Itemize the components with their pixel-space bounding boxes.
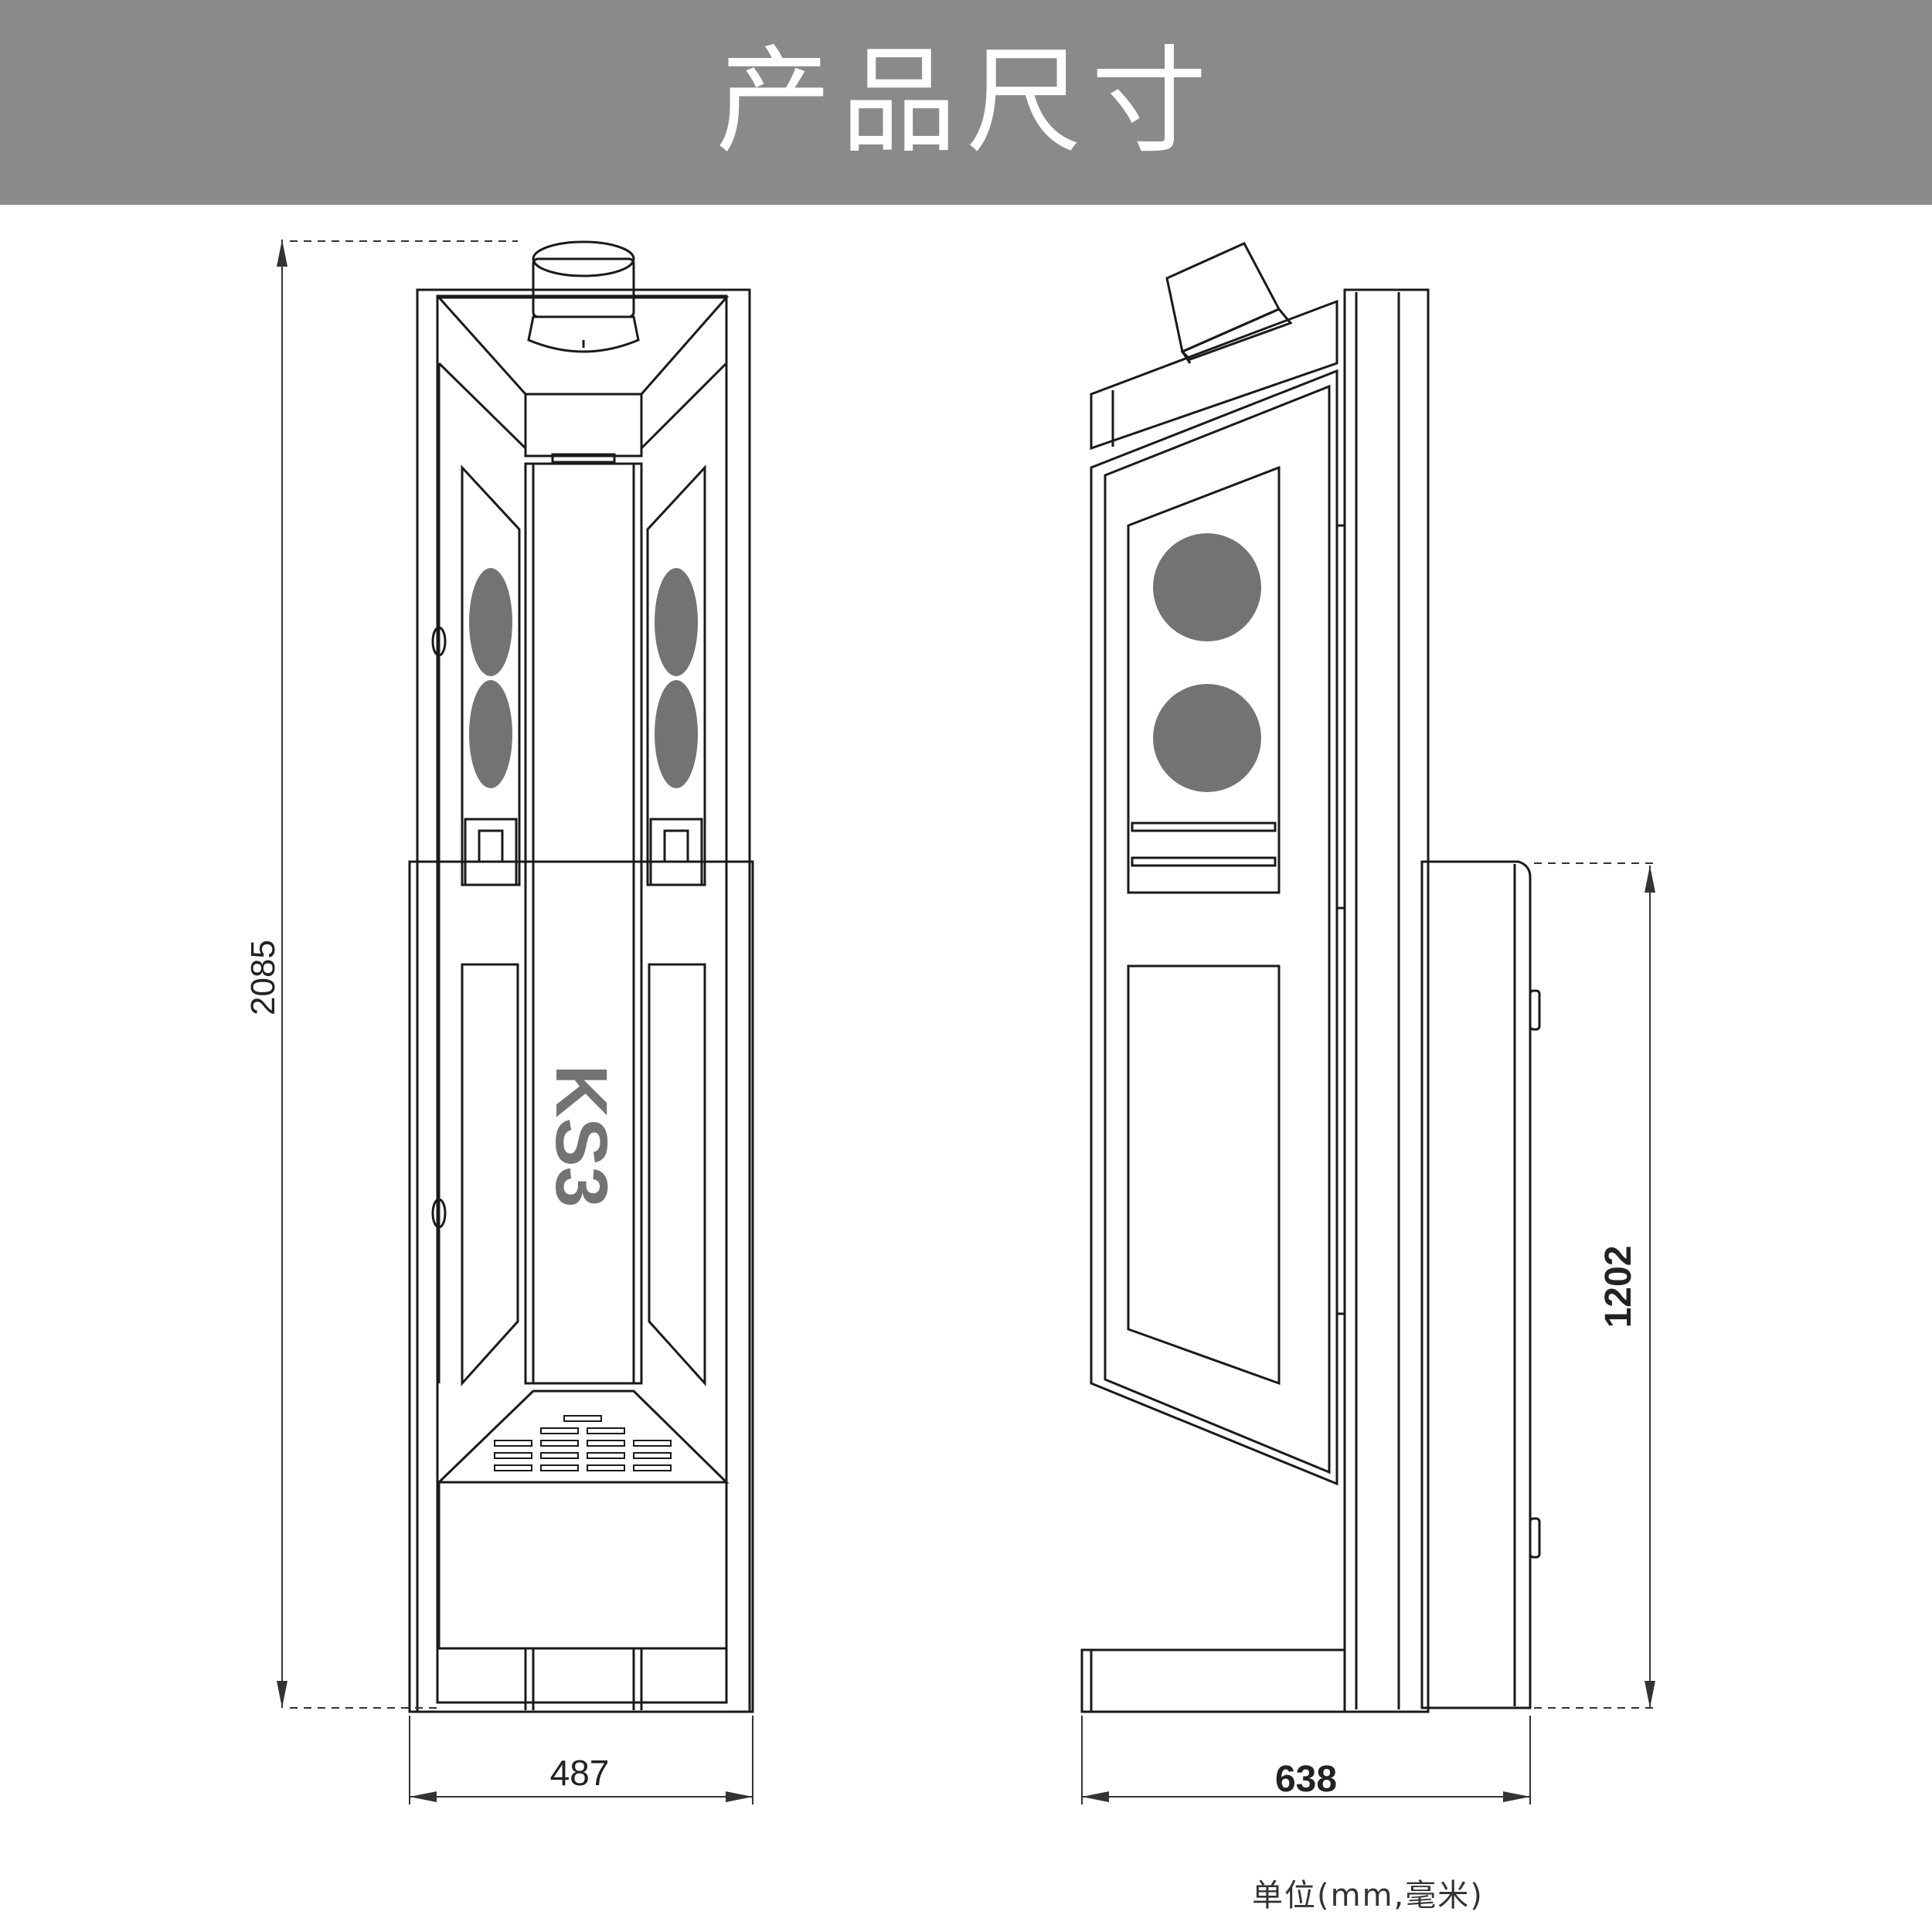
vent-slot [587, 1464, 625, 1471]
side-rear-box [1420, 860, 1532, 1709]
vent-slot [587, 1452, 625, 1459]
side-door-frame [1090, 369, 1338, 1486]
side-chimney [1165, 242, 1293, 364]
side-viewing-ports [1153, 533, 1261, 792]
front-handle-upper [431, 626, 447, 657]
front-right-lower-panel [648, 963, 706, 1386]
vent-slot [494, 1464, 532, 1471]
vent-slot [587, 1440, 625, 1447]
vent-slot [633, 1452, 672, 1459]
vent-slot [540, 1464, 579, 1471]
side-base-plate [1080, 1648, 1346, 1713]
front-right-window [646, 464, 706, 886]
dim-side-height: 1202 [1598, 1246, 1639, 1328]
front-left-window [461, 464, 521, 886]
front-viewing-ports [469, 568, 698, 788]
front-dimensions [281, 240, 753, 1804]
front-body-inner [436, 294, 728, 1704]
vent-slot [587, 1427, 625, 1434]
front-left-port-lower [469, 680, 512, 788]
front-view [408, 240, 754, 1713]
vent-slot [633, 1440, 672, 1447]
header-bar [0, 0, 1932, 205]
page-title: 产品尺寸 [715, 35, 1216, 169]
front-handle-lower [431, 1198, 447, 1229]
vent-slot [494, 1452, 532, 1459]
side-port-upper [1153, 533, 1261, 641]
side-dimensions [1081, 862, 1654, 1804]
technical-drawing: 2085 487 638 1202 KS3 [244, 240, 1655, 1804]
vent-slot [633, 1464, 672, 1471]
side-door-inner [1104, 384, 1331, 1475]
side-view [1080, 242, 1541, 1713]
front-center-column [524, 462, 643, 1385]
front-lower-box [437, 1481, 728, 1650]
front-right-port-upper [655, 568, 698, 676]
front-vent-trapezoid [436, 1389, 730, 1484]
vent-slot [540, 1452, 579, 1459]
vent-slot [494, 1440, 532, 1447]
front-vent-slots [494, 1415, 672, 1471]
vent-slot [540, 1427, 579, 1434]
side-rear-column [1343, 288, 1430, 1713]
front-body-frame [416, 288, 751, 1713]
side-top-hood [1090, 299, 1338, 451]
model-label: KS3 [540, 1065, 622, 1208]
unit-note: 单位(mm,毫米) [1252, 1878, 1484, 1913]
side-door-lower-panel [1127, 964, 1281, 1386]
side-door-window [1127, 465, 1281, 894]
dim-front-width: 487 [550, 1753, 610, 1793]
dim-side-depth: 638 [1275, 1759, 1337, 1800]
chimney [524, 240, 643, 464]
vent-slot [563, 1415, 602, 1422]
side-port-lower [1153, 684, 1261, 792]
front-right-port-lower [655, 680, 698, 788]
dim-front-height: 2085 [244, 940, 282, 1015]
dimension-arrows [277, 240, 1655, 1802]
front-left-lower-panel [461, 963, 519, 1386]
vent-slot [540, 1440, 579, 1447]
front-left-port-upper [469, 568, 512, 676]
